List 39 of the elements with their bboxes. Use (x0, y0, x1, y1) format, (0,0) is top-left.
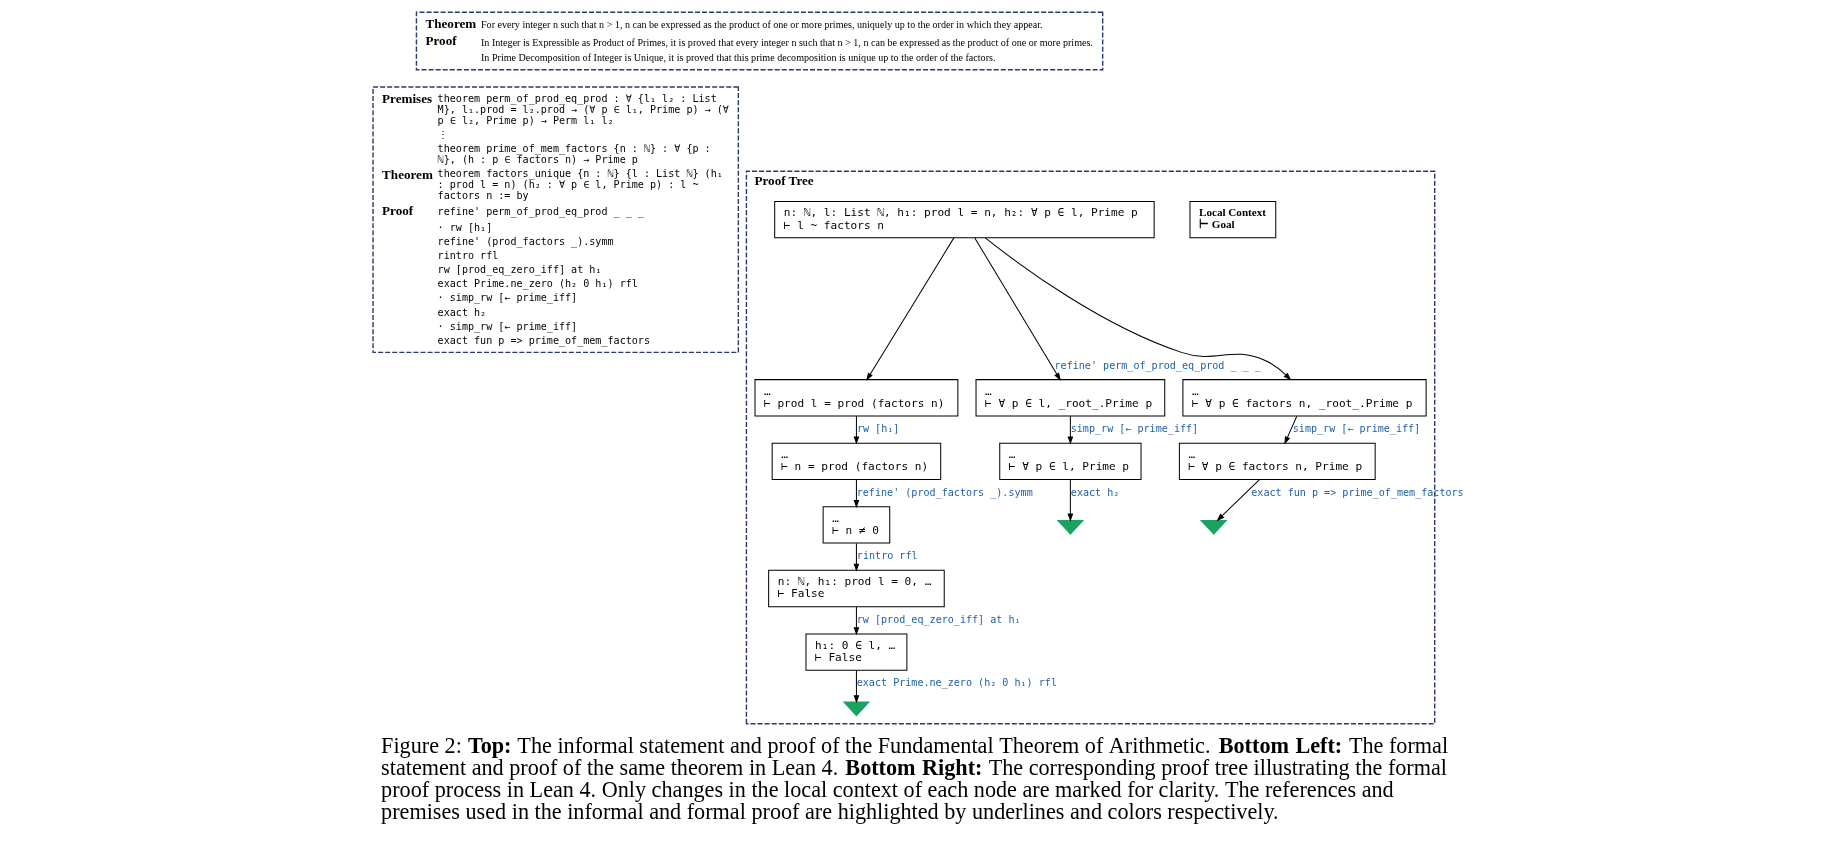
caption: Figure 2: Top: The informal statement and proof of the Fundamental Theorem of Arithmetic. Bottom Left: The formal statement and proof of the same theorem in Lean 4. Bottom Right: The corresponding proof tree illustrating the formal proof process in Lean 4. Only changes in the local context of each node are marked for clarity. The references and premises used in the informal and formal proof are highlighted by underlines and colors respectively. (380, 732, 1448, 825)
node-box: Local Context ⊢ Goal (1188, 201, 1276, 239)
node-box: Premises theorem perm_of_prod_eq_prod : ∀ {l₁ l₂ : List M}, l₁.prod = l₂.prod → (∀ p ∈ l₁, Prime p) → (∀ p ∈ l₂, Prime p) → Perm l₁ l₂ ⋮ theorem prime_of_mem_factors {n : ℕ} : ∀ {p : ℕ}, (h : p ∈ factors n) → Prime p Theorem theorem factors_unique {n : ℕ} {l : List ℕ} (h₁ : prod l = n) (h₂ : ∀ p ∈ l, Prime p) : l ~ factors n := by Proof refine' perm_of_prod_eq_prod _ _ _ · rw [h₁] refine' (prod_factors _).symm rintro rfl rw [prod_eq_zero_iff] at h₁ exact Prime.ne_zero (h₂ 0 h₁) rfl · simp_rw [← prime_iff] exact h₂ · simp_rw [← prime_iff] exact fun p => prime_of_mem_factors (371, 86, 739, 354)
arrow (1283, 415, 1297, 445)
node-box: Theorem For every integer n such that n > 1, n can be expressed as the product of one or more primes, uniquely up to the order in which they appear. Proof In Integer is Expressible as Product of Primes, it is proved that every integer n such that n > 1, n can be expressed as the product of one or more primes. In Prime Decomposition of Integer is Unique, it is proved that this prime decomposition is unique up to the order of the factors. (415, 11, 1103, 71)
arrow (853, 606, 859, 636)
node-box: … ⊢ n ≠ 0 (822, 506, 890, 544)
node-box: n: ℕ, h₁: prod l = 0, … ⊢ False (767, 569, 945, 608)
edge-label: exact fun p => prime_of_mem_factors (1250, 486, 1464, 498)
edge-label: rintro rfl (856, 550, 918, 562)
node-box: … ⊢ ∀ p ∈ l, Prime p (998, 442, 1142, 481)
node-box: … ⊢ ∀ p ∈ l, _root_.Prime p (975, 379, 1165, 417)
node-box: … ⊢ ∀ p ∈ factors n, _root_.Prime p (1181, 379, 1427, 417)
edge-label: simp_rw [← prime_iff] (1070, 423, 1198, 435)
node-box: … ⊢ ∀ p ∈ factors n, Prime p (1178, 442, 1376, 481)
node-check (842, 701, 870, 717)
arrow (853, 669, 859, 704)
edge-label: exact Prime.ne_zero (h₂ 0 h₁) rfl (856, 677, 1057, 689)
edge-label: exact h₂ (1070, 486, 1119, 498)
arrow (1067, 479, 1073, 522)
edge-label: simp_rw [← prime_iff] (1292, 423, 1420, 435)
node-box: h₁: 0 ∈ l, … ⊢ False (804, 633, 907, 671)
arrow (865, 237, 954, 381)
arrow (853, 542, 859, 572)
node-box: … ⊢ n = prod (factors n) (771, 442, 941, 481)
edge-label: refine' perm_of_prod_eq_prod _ _ _ (1054, 359, 1261, 371)
arrow (1216, 479, 1260, 522)
arrow (853, 415, 859, 445)
arrow (853, 479, 859, 509)
node-check (1056, 519, 1084, 535)
edge-label: refine' (prod_factors _).symm (856, 486, 1033, 498)
edge-label: rw [prod_eq_zero_iff] at h₁ (856, 613, 1021, 625)
node-check (1199, 519, 1227, 535)
node-box: n: ℕ, l: List ℕ, h₁: prod l = n, h₂: ∀ p ∈ l, Prime p ⊢ l ~ factors n (773, 201, 1155, 239)
arrow (973, 237, 1061, 381)
node-box: … ⊢ prod l = prod (factors n) (754, 379, 958, 417)
arrow (984, 237, 1291, 381)
edge-label: rw [h₁] (856, 423, 899, 435)
arrow (1067, 415, 1073, 445)
